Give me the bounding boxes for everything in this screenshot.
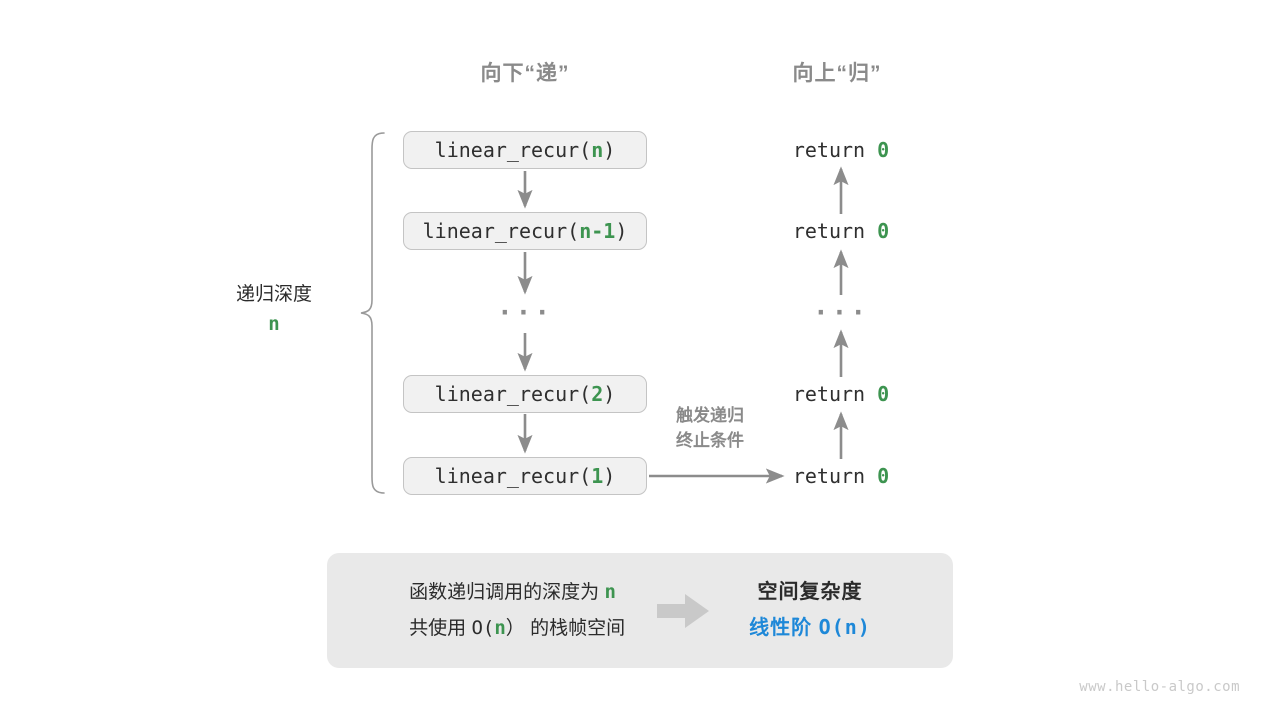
recursion-depth-text: 递归深度: [235, 284, 313, 305]
base-case-note: 触发递归 终止条件: [676, 404, 744, 453]
return-statement: return 0: [793, 382, 889, 406]
call-frame-arg: 1: [591, 464, 604, 488]
call-frame-suffix: ): [603, 464, 616, 488]
call-frame-suffix: ): [603, 138, 616, 162]
call-frame-suffix: ): [603, 382, 616, 406]
call-frame-arg: n-1: [579, 219, 616, 243]
bigo-open: O(: [471, 616, 495, 639]
base-case-note-line1: 触发递归: [676, 406, 744, 425]
summary-line2-complexity: O(n）: [471, 617, 524, 639]
return-keyword: return: [792, 382, 866, 406]
call-frame-suffix: ): [615, 219, 628, 243]
return-keyword: return: [792, 219, 866, 243]
summary-line1-var: n: [604, 581, 616, 604]
bigo-close: ）: [505, 616, 525, 639]
base-case-note-line2: 终止条件: [676, 430, 744, 450]
call-frame-box[interactable]: linear_recur(n-1): [403, 212, 647, 250]
return-value: 0: [877, 219, 890, 243]
depth-brace: [360, 132, 385, 494]
return-statement: return 0: [793, 138, 889, 162]
call-frame-box[interactable]: linear_recur(n): [403, 131, 647, 169]
summary-panel: 函数递归调用的深度为 n 共使用 O(n） 的栈帧空间 空间复杂度 线性阶 O(…: [327, 553, 953, 668]
call-frame-box[interactable]: linear_recur(2): [403, 375, 647, 413]
right-arrow-icon: [657, 593, 710, 628]
call-frame-prefix: linear_recur(: [434, 464, 592, 488]
summary-line-2: 共使用 O(n） 的栈帧空间: [409, 611, 625, 646]
recursion-depth-label: 递归深度 n: [236, 281, 312, 338]
return-value: 0: [877, 382, 890, 406]
summary-conclusion: 空间复杂度 线性阶 O(n): [749, 575, 871, 646]
column-heading-ascend: 向上“归”: [792, 62, 882, 85]
return-ellipsis: ···: [813, 298, 869, 328]
return-keyword: return: [792, 138, 866, 162]
summary-line2-prefix: 共使用: [409, 617, 467, 639]
summary-line1-text: 函数递归调用的深度为: [409, 582, 600, 604]
call-stack-ellipsis: ···: [497, 298, 553, 328]
space-complexity-title: 空间复杂度: [757, 581, 863, 603]
return-keyword: return: [792, 464, 866, 488]
return-value: 0: [877, 138, 890, 162]
recursion-depth-value: n: [268, 312, 280, 335]
summary-description: 函数递归调用的深度为 n 共使用 O(n） 的栈帧空间: [409, 575, 625, 645]
call-frame-box[interactable]: linear_recur(1): [403, 457, 647, 495]
site-watermark: www.hello-algo.com: [1079, 679, 1240, 695]
call-frame-arg: 2: [591, 382, 604, 406]
space-complexity-notation: O(n): [818, 615, 871, 639]
call-frame-prefix: linear_recur(: [434, 382, 592, 406]
space-complexity-value: 线性阶 O(n): [749, 610, 871, 646]
bigo-var: n: [494, 616, 506, 639]
space-complexity-order: 线性阶: [749, 617, 813, 639]
call-frame-prefix: linear_recur(: [434, 138, 592, 162]
call-frame-prefix: linear_recur(: [422, 219, 580, 243]
summary-line2-suffix: 的栈帧空间: [530, 617, 626, 639]
return-value: 0: [877, 464, 890, 488]
return-statement: return 0: [793, 464, 889, 488]
return-statement: return 0: [793, 219, 889, 243]
summary-line-1: 函数递归调用的深度为 n: [409, 575, 625, 610]
column-heading-descend: 向下“递”: [480, 62, 570, 85]
call-frame-arg: n: [591, 138, 604, 162]
